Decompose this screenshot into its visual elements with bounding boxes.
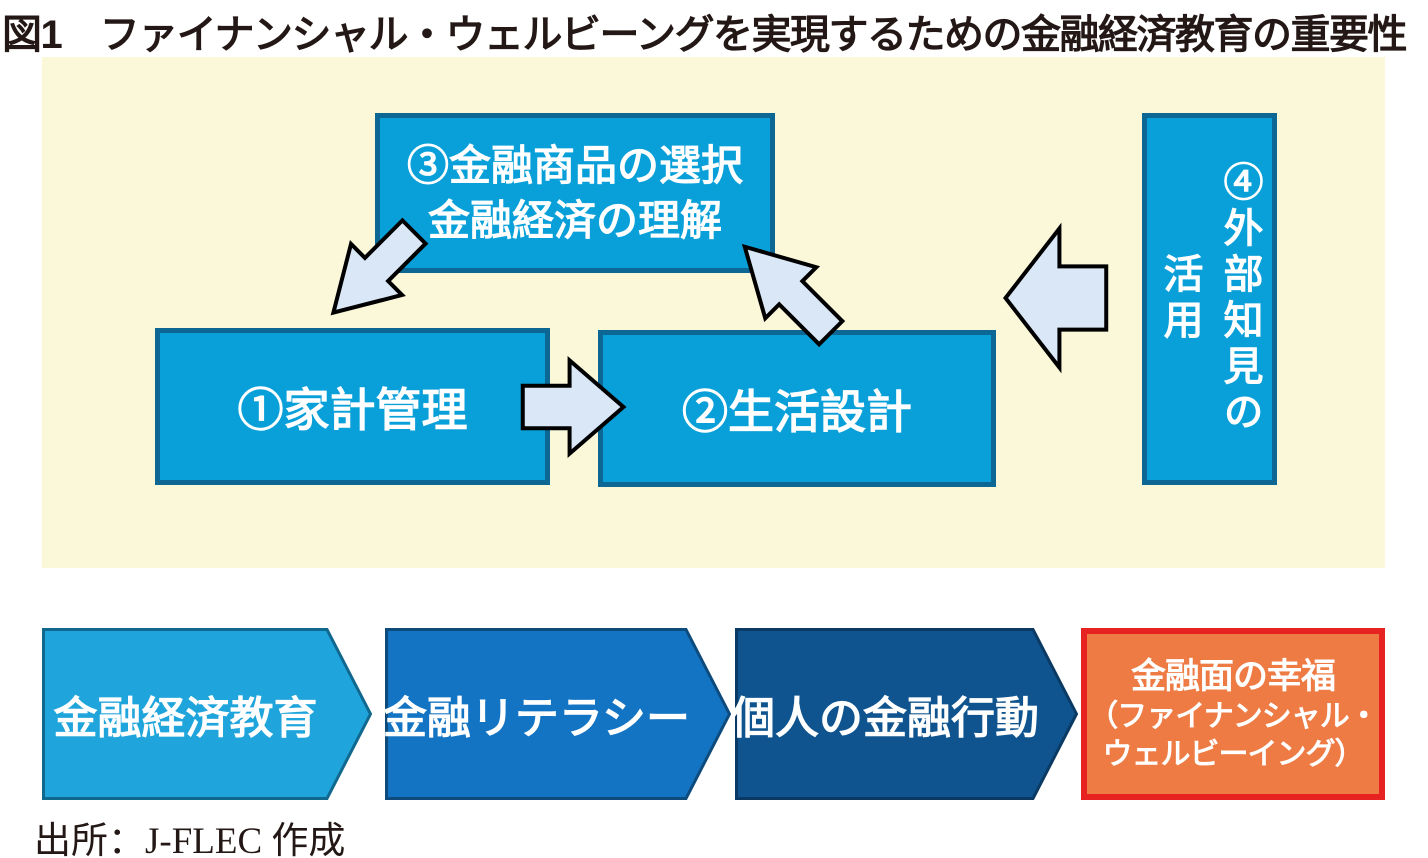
box-life-planning: ②生活設計 (598, 330, 996, 487)
flow-label-education: 金融経済教育 (53, 694, 318, 743)
box-product-selection-line1: ③金融商品の選択 (406, 141, 743, 189)
box-external-expertise-line1: ④外部知見の (1217, 161, 1262, 437)
box-external-expertise-line2: 活用 (1157, 253, 1202, 345)
box-product-selection: ③金融商品の選択 金融経済の理解 (375, 113, 775, 273)
flow-chevron-literacy (385, 628, 731, 800)
arrow-up-left-icon (713, 215, 861, 363)
flow-label-behavior: 個人の金融行動 (731, 694, 1039, 743)
flow-label-literacy: 金融リテラシー (382, 694, 691, 743)
result-wellbeing-line1: 金融面の幸福 (1130, 656, 1336, 696)
box-life-planning-label: ②生活設計 (682, 385, 912, 438)
arrow-down-left-icon (302, 202, 445, 345)
result-wellbeing-line2: （ファイナンシャル・ (1088, 700, 1378, 734)
flow-chevron-behavior (735, 628, 1078, 800)
box-product-selection-line2: 金融経済の理解 (427, 197, 722, 244)
arrow-left-icon (1002, 219, 1108, 377)
figure-title: 図1 ファイナンシャル・ウェルビーングを実現するための金融経済教育の重要性 (2, 13, 1407, 57)
flow-chevron-education (42, 628, 372, 800)
box-external-expertise: ④外部知見の 活用 (1142, 113, 1277, 485)
box-household-management-label: ①家計管理 (237, 383, 468, 436)
box-household-management: ①家計管理 (155, 328, 550, 485)
box-external-expertise-text: ④外部知見の 活用 (1151, 161, 1269, 437)
result-box-wellbeing: 金融面の幸福 （ファイナンシャル・ ウェルビーイング） (1081, 628, 1385, 800)
source-note: 出所：J-FLEC 作成 (34, 821, 346, 858)
arrow-right-icon (521, 354, 627, 460)
result-wellbeing-line3: ウェルビーイング） (1102, 737, 1365, 771)
